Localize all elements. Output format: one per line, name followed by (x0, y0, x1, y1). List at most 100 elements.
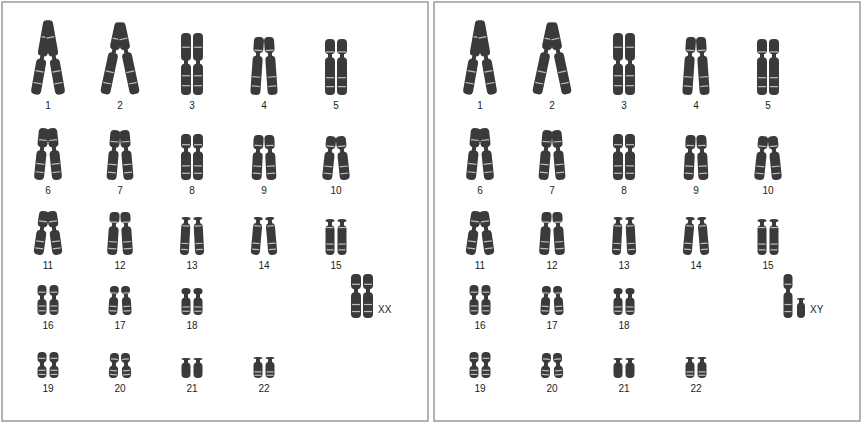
chromosome-number: 12 (114, 260, 125, 272)
chromosome (182, 358, 191, 378)
chromosome-pair (326, 219, 347, 255)
chromosome (33, 210, 49, 255)
chromosome (254, 357, 263, 378)
chromosome-pair (108, 286, 132, 316)
chromosome-pair (682, 37, 710, 96)
chromosome (338, 219, 347, 255)
chromosome-number: 1 (477, 100, 483, 112)
chromosome (626, 288, 635, 315)
chromosome-number: 6 (477, 185, 483, 197)
chromosome-number: 6 (45, 185, 51, 197)
chromosome-pair (538, 130, 565, 181)
chromosome-pair (109, 353, 132, 379)
chromosome (683, 135, 695, 180)
chromosome-number: 2 (117, 100, 123, 112)
chromosome-number: 13 (618, 260, 629, 272)
chromosome (479, 128, 494, 181)
chromosome-number: 17 (114, 320, 125, 332)
chromosome-pair (33, 210, 62, 255)
chromosome (465, 210, 481, 255)
chromosome-number: 11 (43, 260, 53, 272)
chromosome-number: 11 (475, 260, 485, 272)
chromosome (552, 212, 565, 256)
chromosome-number: 2 (549, 100, 555, 112)
chromosome (38, 352, 47, 378)
chromosome-pair (34, 128, 62, 181)
chromosome (541, 353, 552, 379)
chromosome (479, 210, 495, 255)
chromosome (181, 33, 191, 95)
chromosome-pair (470, 352, 491, 378)
chromosome-pair (613, 134, 635, 180)
chromosome (115, 22, 140, 95)
chromosome-pair (758, 219, 779, 255)
chromosome (553, 353, 564, 379)
chromosome-number: 12 (546, 260, 557, 272)
chromosome-number: 8 (189, 185, 195, 197)
chromosome-pair (250, 37, 278, 96)
chromosome-pair (38, 352, 59, 378)
chromosome-pair (470, 285, 491, 315)
chromosome-number: 9 (261, 185, 267, 197)
chromosome (696, 135, 708, 180)
chromosome (768, 136, 783, 181)
chromosome-pair (466, 128, 494, 181)
chromosome-number: 21 (186, 383, 197, 395)
chromosome (758, 219, 767, 255)
chromosome (47, 128, 62, 181)
chromosome-number: 16 (42, 320, 53, 332)
chromosome (108, 286, 119, 316)
chromosome-pair (181, 134, 203, 180)
chromosome-number: 13 (186, 260, 197, 272)
chromosome (193, 134, 203, 180)
chromosome-number: 14 (258, 260, 269, 272)
chromosome-pair (683, 217, 710, 256)
chromosome-number: 22 (258, 383, 269, 395)
chromosome (121, 286, 132, 316)
chromosome-number: 3 (621, 100, 627, 112)
chromosome (797, 298, 805, 318)
chromosome-number: 22 (690, 383, 701, 395)
chromosome-pair (251, 135, 276, 180)
chromosome (265, 217, 277, 256)
chromosome-number: 21 (618, 383, 629, 395)
chromosome-pair (182, 288, 203, 315)
chromosome (50, 352, 59, 378)
chromosome (326, 219, 335, 255)
chromosome (614, 358, 623, 378)
chromosome-number: 7 (117, 185, 123, 197)
chromosome-number: 8 (621, 185, 627, 197)
chromosome-pair (251, 217, 278, 256)
chromosome-pair (612, 217, 636, 255)
chromosome (540, 286, 551, 316)
chromosome (696, 37, 710, 96)
chromosome (107, 212, 120, 256)
chromosome (757, 39, 767, 95)
chromosome (38, 285, 47, 315)
chromosome (193, 217, 204, 255)
chromosome-number: 19 (474, 383, 485, 395)
chromosome (264, 37, 278, 96)
chromosome (43, 20, 66, 96)
chromosome (120, 212, 133, 256)
chromosome (551, 130, 565, 181)
chromosome (182, 288, 191, 315)
chromosome (769, 39, 779, 95)
chromosome (336, 136, 351, 181)
chromosome (625, 33, 635, 95)
chromosome-pair (322, 136, 350, 181)
chromosome-pair (540, 286, 564, 316)
chromosome-pair (784, 274, 806, 318)
chromosome (613, 33, 623, 95)
chromosome-number: 15 (330, 260, 341, 272)
chromosome (539, 212, 552, 256)
chromosome-number: 18 (618, 320, 629, 332)
chromosome (109, 353, 120, 379)
chromosome (34, 128, 49, 181)
chromosome-pair (757, 39, 779, 95)
chromosome (625, 134, 635, 180)
chromosome (698, 357, 707, 378)
chromosome (180, 217, 191, 255)
chromosome (181, 134, 191, 180)
